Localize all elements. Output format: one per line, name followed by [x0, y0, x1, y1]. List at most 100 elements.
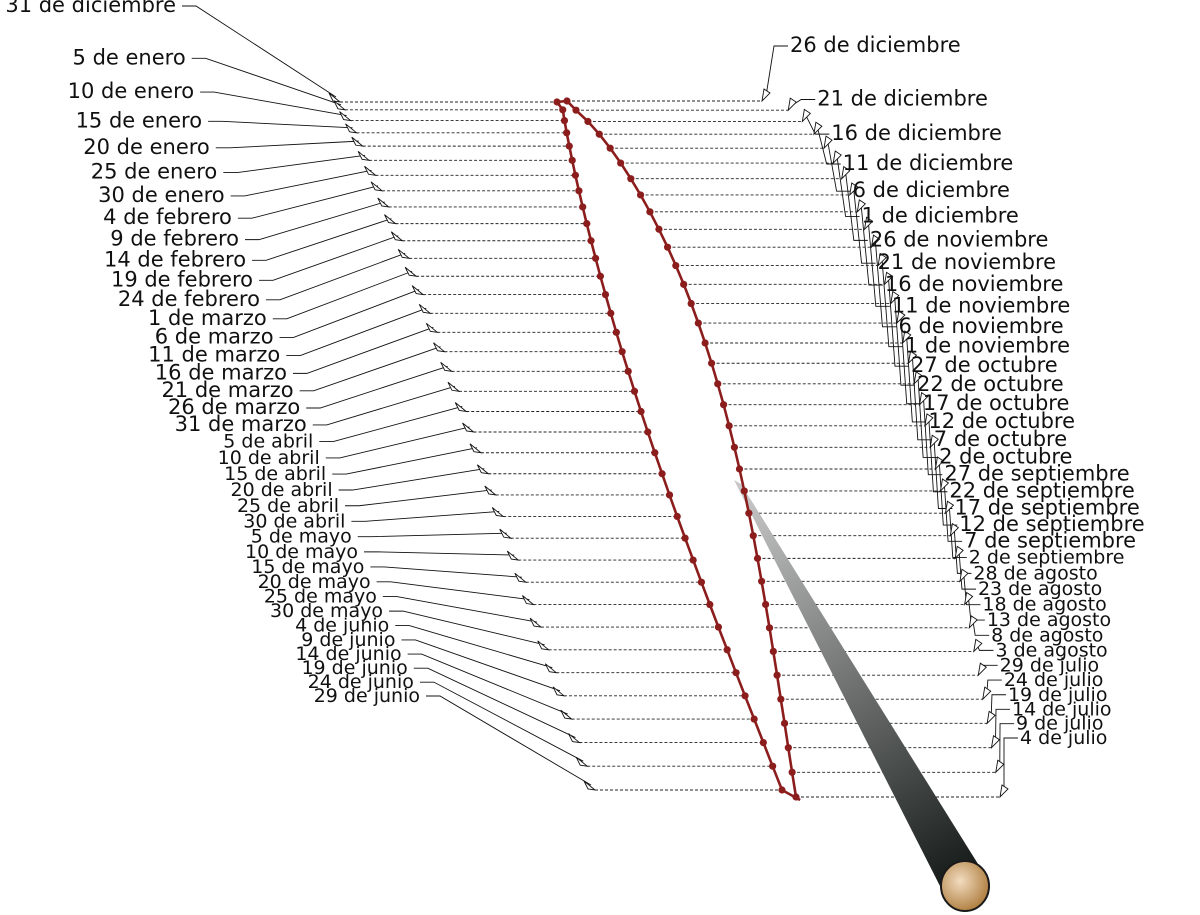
leader-right — [900, 318, 921, 405]
date-point-right — [646, 208, 654, 216]
arrow-right — [849, 182, 859, 197]
arrow-right — [863, 216, 874, 231]
date-point-right — [740, 487, 748, 495]
date-label-left: 9 de febrero — [110, 227, 239, 251]
arrow-left — [506, 550, 520, 561]
leader-left — [299, 346, 441, 392]
leader-left — [407, 653, 568, 715]
arrow-left — [575, 756, 589, 767]
date-point-left — [612, 328, 620, 336]
date-point-left — [571, 171, 580, 179]
date-point-right — [636, 191, 645, 199]
arrow-right — [924, 413, 934, 428]
arrow-left — [560, 709, 574, 720]
date-point-right — [627, 175, 635, 183]
date-point-left — [706, 600, 714, 609]
date-label-right: 26 de diciembre — [790, 33, 961, 57]
leader-right — [958, 553, 976, 590]
arrow-right — [823, 135, 833, 150]
arrow-right — [832, 150, 842, 165]
date-point-right — [758, 577, 766, 585]
date-point-right — [730, 443, 739, 451]
leader-right — [765, 45, 788, 97]
date-label-right: 8 de agosto — [991, 624, 1103, 646]
arrow-right — [990, 734, 1001, 750]
arrow-left — [351, 136, 365, 147]
date-point-right — [714, 380, 722, 388]
arrow-left — [411, 285, 425, 296]
arrow-left — [491, 507, 505, 518]
date-label-left: 4 de junio — [295, 615, 389, 637]
leader-left — [364, 551, 515, 556]
date-point-right — [701, 339, 709, 347]
arrow-left — [568, 733, 581, 744]
leader-right — [1003, 737, 1018, 792]
date-point-right — [572, 106, 580, 114]
date-label-right: 9 de julio — [1016, 713, 1103, 735]
leader-left — [265, 252, 406, 301]
date-label-left: 15 de abril — [224, 463, 326, 485]
date-point-left — [778, 786, 786, 794]
date-point-left — [630, 387, 639, 395]
leader-right — [995, 708, 1011, 743]
date-point-left — [563, 129, 571, 137]
date-point-right — [584, 117, 592, 126]
arrow-right — [761, 88, 771, 103]
date-label-right: 29 de julio — [1000, 654, 1100, 676]
date-point-left — [750, 715, 758, 723]
date-label-left: 10 de abril — [218, 447, 320, 469]
leader-right — [977, 646, 994, 651]
date-label-right: 24 de julio — [1004, 669, 1104, 691]
date-point-left — [759, 738, 767, 747]
arrow-left — [522, 595, 535, 606]
date-label-right: 22 de octubre — [917, 372, 1064, 396]
date-point-left — [673, 512, 681, 521]
leader-right — [990, 694, 1006, 719]
arrow-left — [425, 322, 439, 333]
date-label-left: 31 de marzo — [175, 412, 307, 436]
date-point-left — [618, 348, 626, 356]
date-label-left: 1 de marzo — [148, 306, 267, 330]
leader-left — [332, 447, 478, 475]
leader-right — [944, 485, 963, 542]
date-point-left — [601, 290, 610, 299]
date-point-left — [651, 449, 659, 457]
leader-left — [215, 140, 359, 149]
leader-left — [259, 235, 399, 281]
date-point-left — [769, 762, 777, 770]
date-label-left: 30 de abril — [243, 510, 345, 532]
arrow-left — [397, 248, 411, 259]
date-label-right: 16 de noviembre — [885, 272, 1064, 296]
arrow-right — [890, 290, 900, 305]
date-label-left: 5 de abril — [223, 431, 313, 453]
leader-left — [306, 365, 448, 409]
leader-left — [191, 57, 342, 106]
date-point-right — [735, 465, 744, 473]
arrow-left — [364, 165, 378, 176]
date-label-right: 7 de septiembre — [964, 528, 1136, 552]
arrow-right — [896, 310, 906, 325]
date-point-right — [725, 422, 733, 430]
date-point-right — [773, 671, 781, 679]
date-guide-lines — [182, 5, 1018, 799]
leader-left — [376, 581, 530, 600]
analemma-curve — [553, 97, 801, 802]
arrow-right — [963, 591, 974, 606]
date-label-left: 15 de enero — [76, 108, 203, 132]
date-label-right: 16 de diciembre — [831, 121, 1002, 145]
arrow-right — [959, 568, 969, 583]
leader-left — [382, 596, 538, 623]
date-label-left: 24 de febrero — [118, 287, 260, 311]
date-label-right: 13 de agosto — [987, 609, 1111, 631]
arrow-right — [977, 662, 988, 677]
date-point-right — [777, 695, 785, 703]
leader-right — [949, 508, 967, 558]
date-point-left — [689, 556, 697, 564]
leader-left — [395, 625, 553, 669]
date-point-left — [624, 367, 632, 375]
leader-right — [836, 157, 860, 217]
date-label-right: 28 de agosto — [973, 562, 1097, 584]
arrow-right — [877, 252, 887, 267]
date-label-left: 6 de marzo — [155, 324, 274, 348]
